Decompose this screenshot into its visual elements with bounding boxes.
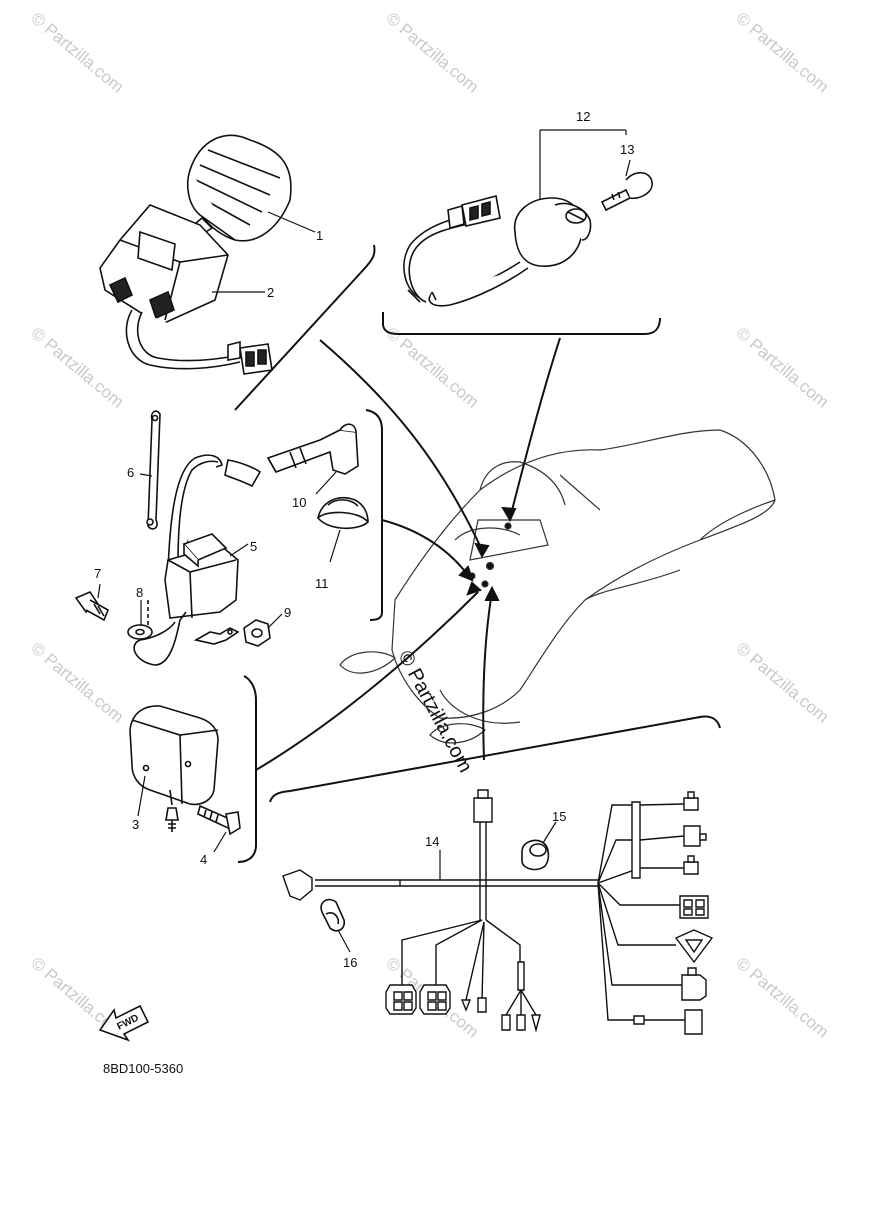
callout-9: 9	[284, 605, 291, 620]
callout-10: 10	[292, 495, 306, 510]
callout-leaders	[97, 129, 631, 953]
nut-9	[193, 619, 271, 647]
seal-grommet	[317, 496, 369, 530]
bolt-7	[74, 591, 110, 622]
watermark: © Partzilla.com	[27, 639, 127, 727]
spark-plug-cap	[266, 423, 359, 475]
watermark: © Partzilla.com	[27, 324, 127, 412]
forward-arrow: FWD	[98, 1004, 150, 1042]
cdi-unit	[129, 705, 219, 832]
watermark: © Partzilla.com	[27, 9, 127, 97]
callout-16: 16	[343, 955, 357, 970]
watermark: © Partzilla.com	[732, 324, 832, 412]
coil-strap	[146, 410, 161, 530]
callout-5: 5	[250, 539, 257, 554]
ignition-key	[600, 171, 653, 212]
callout-7: 7	[94, 566, 101, 581]
callout-6: 6	[127, 465, 134, 480]
callout-4: 4	[200, 852, 207, 867]
callout-8: 8	[136, 585, 143, 600]
throttle-switch-housing	[99, 204, 273, 375]
diagram-part-code: 8BD100-5360	[103, 1061, 183, 1076]
callout-14: 14	[425, 834, 439, 849]
main-switch	[403, 195, 592, 307]
callout-3: 3	[132, 817, 139, 832]
callout-13: 13	[620, 142, 634, 157]
throttle-lever-cover	[186, 134, 292, 242]
ignition-coil	[133, 454, 262, 666]
watermark-center: © Partzilla.com	[394, 647, 477, 776]
callout-2: 2	[267, 285, 274, 300]
snowmobile-outline	[339, 429, 776, 744]
watermark: © Partzilla.com	[732, 9, 832, 97]
washer-8	[127, 600, 153, 640]
callout-labels: 1 2 3 4 5 6 7 8 9 10 11 12 13 14 15 16	[94, 109, 634, 970]
watermark: © Partzilla.com	[382, 324, 482, 412]
callout-1: 1	[316, 228, 323, 243]
pointer-lines	[255, 337, 561, 771]
grommet-15	[521, 839, 550, 871]
watermark: © Partzilla.com	[732, 639, 832, 727]
callout-15: 15	[552, 809, 566, 824]
clamp-16	[320, 898, 346, 932]
callout-11: 11	[315, 576, 329, 591]
group-brackets	[234, 244, 721, 863]
watermark: © Partzilla.com	[732, 954, 832, 1042]
wire-harness	[282, 789, 714, 1035]
callout-12: 12	[576, 109, 590, 124]
bolt-4	[197, 804, 241, 836]
fwd-arrow-icon	[98, 1004, 150, 1042]
watermark: © Partzilla.com	[382, 9, 482, 97]
